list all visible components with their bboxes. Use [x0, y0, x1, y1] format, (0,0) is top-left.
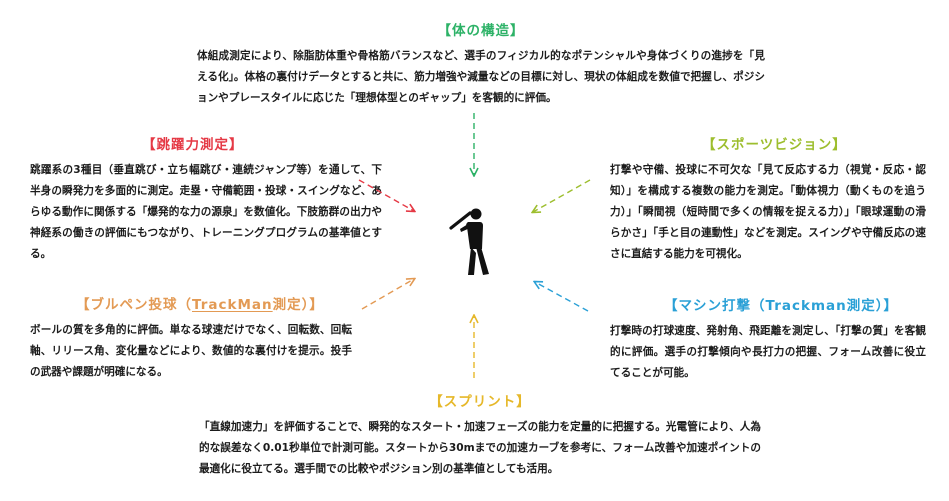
- section-title-machine: 【マシン打撃（Trackman測定）】: [664, 298, 899, 314]
- section-jump: 【跳躍力測定】 跳躍系の3種目（垂直跳び・立ち幅跳び・連続ジャンプ等）を通して、…: [30, 136, 382, 265]
- section-title-jump: 【跳躍力測定】: [142, 137, 244, 153]
- section-body-structure: 【体の構造】 体組成測定により、除脂肪体重や骨格筋バランスなど、選手のフィジカル…: [197, 22, 765, 109]
- section-body-body-structure: 体組成測定により、除脂肪体重や骨格筋バランスなど、選手のフィジカル的なポテンシャ…: [197, 50, 765, 104]
- section-title-bullpen: 【ブルペン投球（TrackMan測定）】: [76, 296, 352, 314]
- section-title-sprint: 【スプリント】: [429, 394, 531, 410]
- section-machine: 【マシン打撃（Trackman測定）】 打撃時の打球速度、発射角、飛距離を測定し…: [610, 297, 926, 384]
- section-body-machine: 打撃時の打球速度、発射角、飛距離を測定し、「打撃の質」を客観的に評価。選手の打撃…: [610, 325, 926, 379]
- arrow-upper-right: [533, 179, 591, 212]
- section-body-jump: 跳躍系の3種目（垂直跳び・立ち幅跳び・連続ジャンプ等）を通して、下半身の瞬発力を…: [30, 164, 382, 260]
- section-bullpen: 【ブルペン投球（TrackMan測定）】 ボールの質を多角的に評価。単なる球速だ…: [30, 296, 352, 383]
- section-title-body-structure: 【体の構造】: [437, 23, 525, 39]
- arrow-lower-right: [535, 282, 589, 312]
- section-vision: 【スポーツビジョン】 打撃や守備、投球に不可欠な「見て反応する力（視覚・反応・認…: [610, 136, 926, 265]
- section-body-bullpen: ボールの質を多角的に評価。単なる球速だけでなく、回転数、回転軸、リリース角、変化…: [30, 324, 352, 378]
- section-title-vision: 【スポーツビジョン】: [702, 137, 847, 153]
- section-body-vision: 打撃や守備、投球に不可欠な「見て反応する力（視覚・反応・認知）」を構成する複数の…: [610, 164, 926, 260]
- arrow-lower-left: [361, 279, 414, 310]
- section-sprint: 【スプリント】 「直線加速力」を評価することで、瞬発的なスタート・加速フェーズの…: [199, 393, 761, 480]
- section-title-bullpen-trackman: TrackMan: [192, 297, 273, 313]
- section-body-sprint: 「直線加速力」を評価することで、瞬発的なスタート・加速フェーズの能力を定量的に把…: [199, 421, 761, 475]
- arrow-upper-left: [358, 179, 414, 211]
- section-title-bullpen-pre: 【ブルペン投球（: [76, 297, 192, 313]
- section-title-bullpen-post: 測定）】: [272, 297, 324, 313]
- batter-icon: [449, 208, 489, 275]
